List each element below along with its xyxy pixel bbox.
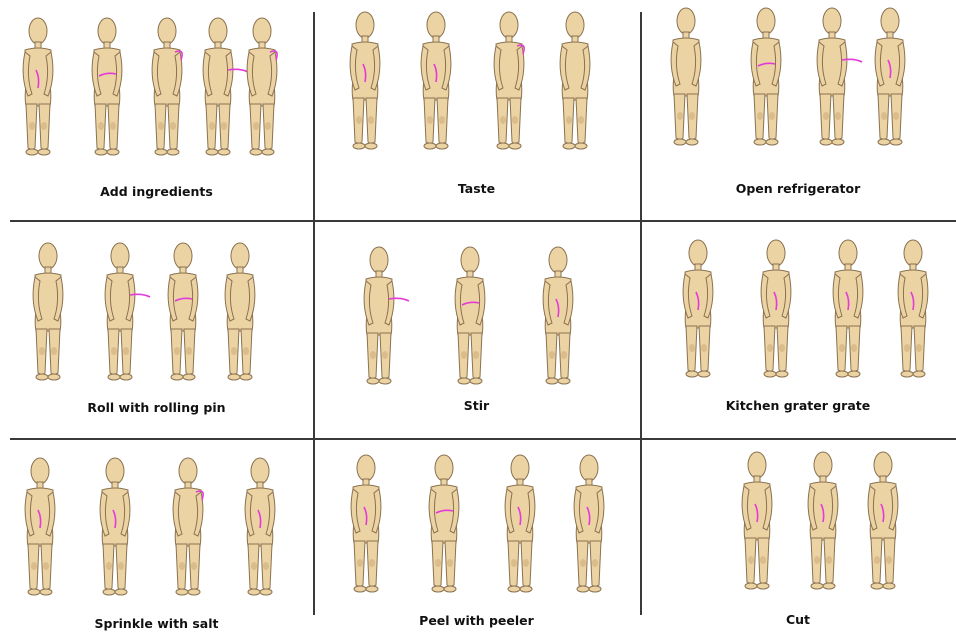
panel-add-ingredients: Add ingredients xyxy=(0,0,313,220)
panel-label: Cut xyxy=(640,612,956,627)
mannequin-figure xyxy=(455,247,485,384)
panel-open-refrigerator: Open refrigerator xyxy=(640,0,956,220)
panel-label: Open refrigerator xyxy=(640,181,956,196)
pose-figures xyxy=(640,438,956,632)
mannequin-figure xyxy=(751,8,781,145)
mannequin-figure xyxy=(364,247,394,384)
pose-figures xyxy=(0,438,313,632)
mannequin-figure xyxy=(33,243,63,380)
mannequin-figure xyxy=(173,458,203,595)
panel-peel-with-peeler: Peel with peeler xyxy=(313,438,640,632)
panel-label: Roll with rolling pin xyxy=(0,400,313,415)
column-divider xyxy=(640,12,642,615)
mannequin-figure xyxy=(92,18,122,155)
mannequin-figure xyxy=(494,12,524,149)
mannequin-figure xyxy=(225,243,255,380)
column-divider xyxy=(313,12,315,615)
mannequin-figure xyxy=(203,18,233,155)
panel-label: Stir xyxy=(313,398,640,413)
mannequin-figure xyxy=(168,243,198,380)
mannequin-figure xyxy=(429,455,459,592)
mannequin-figure xyxy=(105,243,135,380)
mannequin-figure xyxy=(671,8,701,145)
panel-label: Add ingredients xyxy=(0,184,313,199)
mannequin-figure xyxy=(560,12,590,149)
panel-label: Kitchen grater grate xyxy=(640,398,956,413)
panel-taste: Taste xyxy=(313,0,640,220)
panel-sprinkle-with-salt: Sprinkle with salt xyxy=(0,438,313,632)
mannequin-figure xyxy=(247,18,277,155)
row-divider xyxy=(10,438,956,440)
panel-cut: Cut xyxy=(640,438,956,632)
mannequin-figure xyxy=(817,8,847,145)
panel-kitchen-grater-grate: Kitchen grater grate xyxy=(640,220,956,438)
mannequin-figure xyxy=(152,18,182,155)
panel-label: Peel with peeler xyxy=(313,613,640,628)
row-divider xyxy=(10,220,956,222)
panel-roll-with-rolling-pin: Roll with rolling pin xyxy=(0,220,313,438)
pose-figures xyxy=(313,438,640,632)
panel-label: Taste xyxy=(313,181,640,196)
panel-label: Sprinkle with salt xyxy=(0,616,313,631)
panel-stir: Stir xyxy=(313,220,640,438)
